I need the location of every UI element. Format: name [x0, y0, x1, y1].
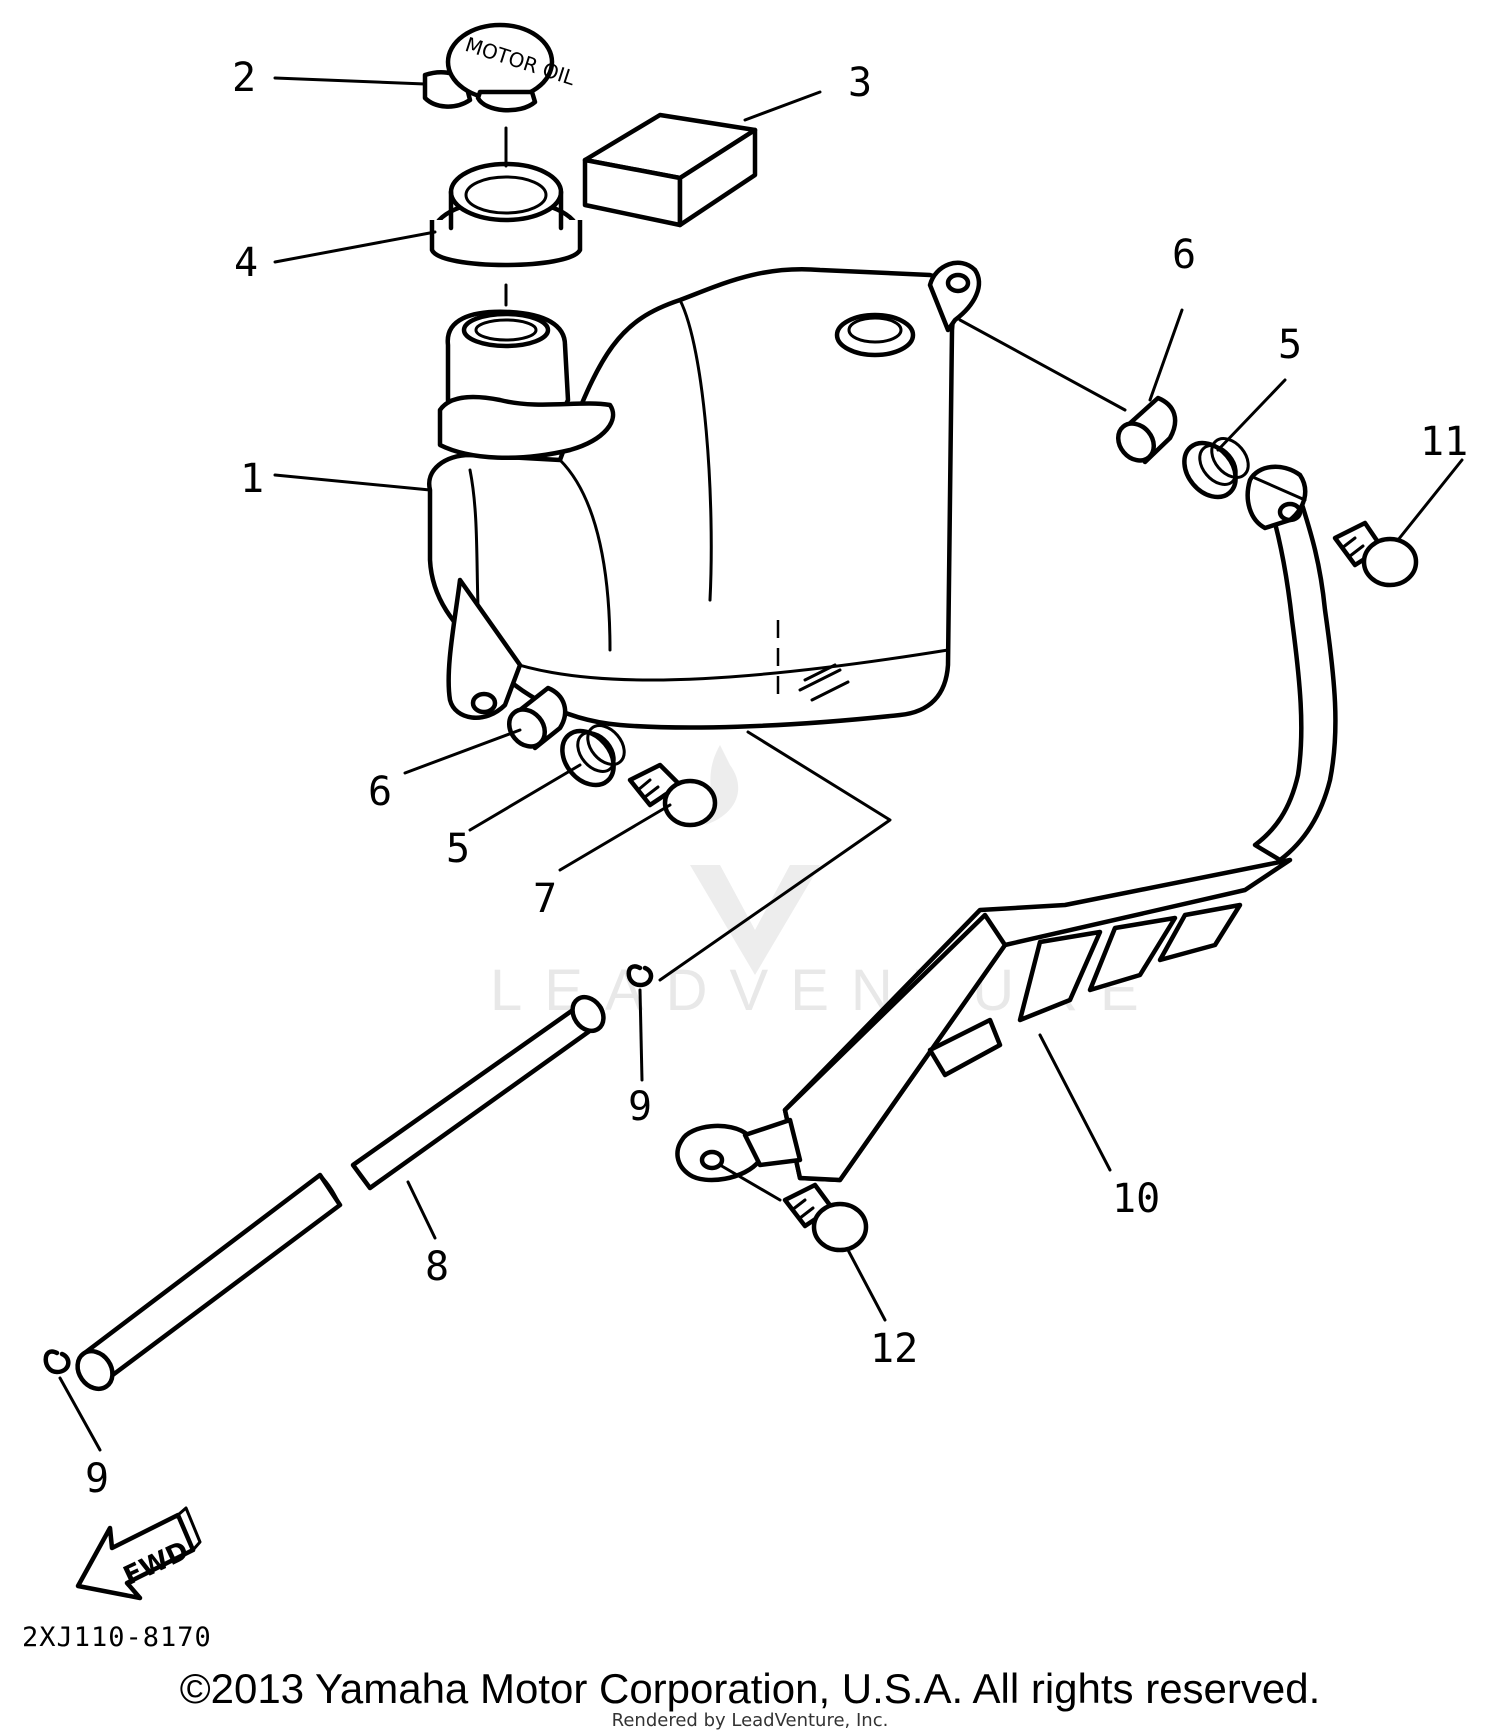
- filler-grommet[interactable]: [429, 161, 583, 268]
- rendered-by-notice: Rendered by LeadVenture, Inc.: [611, 1710, 889, 1731]
- callout-11: 11: [1420, 419, 1468, 465]
- callout-6-upper: 6: [1172, 232, 1196, 278]
- bolt-7[interactable]: [627, 762, 718, 828]
- oil-cap[interactable]: MOTOR OIL: [422, 22, 579, 113]
- damper-upper[interactable]: [1174, 432, 1256, 508]
- callout-3: 3: [848, 60, 872, 106]
- callout-10: 10: [1112, 1176, 1160, 1222]
- callout-9-lower: 9: [85, 1456, 109, 1502]
- assembly-line: [718, 1163, 782, 1202]
- oil-hose[interactable]: [70, 991, 609, 1395]
- callout-5-upper: 5: [1278, 322, 1302, 368]
- assembly-line: [1253, 476, 1307, 502]
- drawing-code: 2XJ110-8170: [22, 1622, 212, 1653]
- assembly-line: [958, 318, 1127, 412]
- damper-lower[interactable]: [552, 719, 632, 796]
- callout-4: 4: [234, 240, 258, 286]
- callout-5-lower: 5: [446, 826, 470, 872]
- leader-lines: [58, 76, 1464, 1452]
- collar-upper[interactable]: [1111, 395, 1178, 468]
- decal-box[interactable]: [582, 112, 758, 228]
- callout-2: 2: [232, 55, 256, 101]
- copyright-notice: ©2013 Yamaha Motor Corporation, U.S.A. A…: [179, 1665, 1321, 1712]
- tank-bracket[interactable]: [675, 464, 1338, 1183]
- callout-9-upper: 9: [628, 1084, 652, 1130]
- hose-clip-upper[interactable]: [626, 964, 654, 988]
- assembly-line: [658, 730, 892, 982]
- callout-1: 1: [240, 456, 264, 502]
- bolt-11[interactable]: [1332, 520, 1419, 588]
- forward-arrow[interactable]: FWD: [75, 1506, 202, 1601]
- callout-7: 7: [533, 876, 557, 922]
- callout-6-lower: 6: [368, 769, 392, 815]
- hose-clip-lower[interactable]: [43, 1349, 71, 1375]
- oil-tank[interactable]: [426, 260, 982, 730]
- collar-lower[interactable]: [502, 685, 568, 754]
- callout-12: 12: [870, 1326, 918, 1372]
- callout-8: 8: [425, 1244, 449, 1290]
- bolt-12[interactable]: [782, 1182, 869, 1253]
